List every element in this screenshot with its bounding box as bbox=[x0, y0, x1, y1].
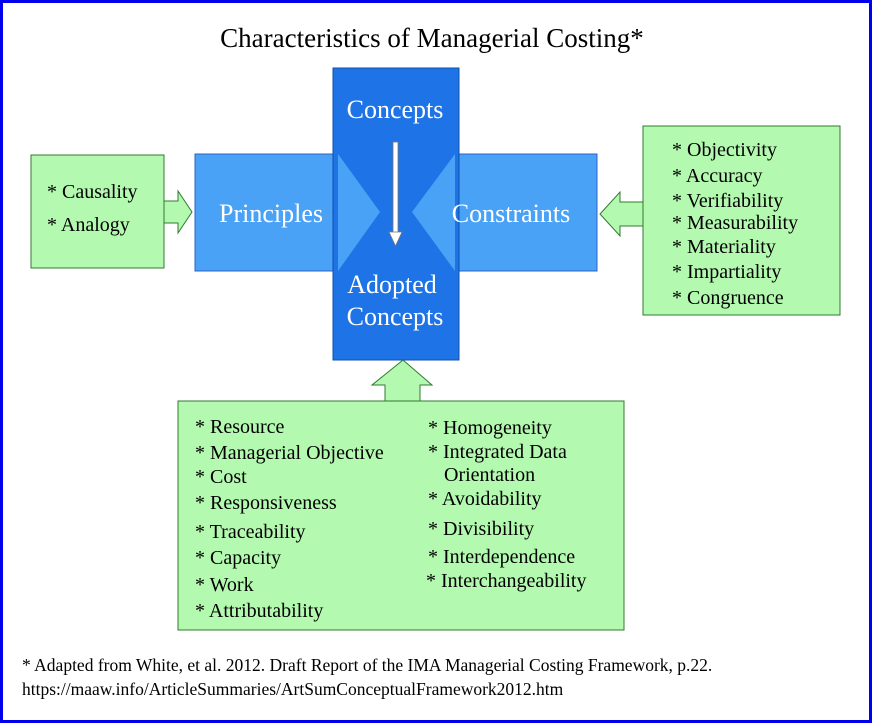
concepts-item: * Capacity bbox=[195, 547, 281, 569]
concepts-item: * Interchangeability bbox=[426, 570, 587, 592]
footnote-citation: * Adapted from White, et al. 2012. Draft… bbox=[22, 655, 712, 675]
concepts-item: * Traceability bbox=[195, 521, 306, 543]
concepts-item: * Interdependence bbox=[428, 546, 575, 568]
principles-box bbox=[30, 154, 165, 269]
concepts-item: * Work bbox=[195, 574, 254, 596]
concepts-label: Concepts bbox=[347, 95, 444, 124]
right-arrow-icon bbox=[163, 189, 193, 235]
concepts-item: * Avoidability bbox=[428, 488, 542, 510]
principles-tip bbox=[338, 154, 380, 271]
concepts-item: Orientation bbox=[444, 464, 535, 486]
footnote-url: https://maaw.info/ArticleSummaries/ArtSu… bbox=[22, 679, 564, 699]
concepts-item: * Homogeneity bbox=[428, 417, 552, 439]
concepts-box bbox=[177, 400, 625, 631]
left-arrow-icon bbox=[599, 190, 644, 238]
concepts-item: * Resource bbox=[195, 416, 285, 438]
principles-item: * Causality bbox=[47, 181, 138, 203]
adopted-label-line2: Concepts bbox=[347, 302, 444, 331]
principles-item: * Analogy bbox=[47, 214, 130, 236]
concepts-item: * Integrated Data bbox=[428, 441, 567, 463]
concepts-item: * Cost bbox=[195, 466, 247, 488]
concepts-item: * Managerial Objective bbox=[195, 442, 384, 464]
principles-label: Principles bbox=[219, 199, 323, 228]
constraints-item: * Impartiality bbox=[672, 261, 781, 283]
constraints-tip bbox=[412, 154, 455, 271]
down-arrow-icon bbox=[388, 141, 403, 247]
diagram-title: Characteristics of Managerial Costing* bbox=[220, 23, 644, 53]
constraints-item: * Verifiability bbox=[672, 190, 783, 212]
concepts-item: * Attributability bbox=[195, 600, 323, 622]
constraints-item: * Measurability bbox=[672, 212, 798, 234]
constraints-label: Constraints bbox=[452, 199, 570, 228]
concepts-item: * Divisibility bbox=[428, 518, 534, 540]
adopted-label-line1: Adopted bbox=[347, 270, 437, 299]
constraints-item: * Materiality bbox=[672, 236, 776, 258]
constraints-item: * Congruence bbox=[672, 287, 784, 309]
up-arrow-icon bbox=[370, 359, 434, 402]
constraints-item: * Objectivity bbox=[672, 139, 777, 161]
constraints-item: * Accuracy bbox=[672, 165, 763, 187]
concepts-item: * Responsiveness bbox=[195, 492, 337, 514]
